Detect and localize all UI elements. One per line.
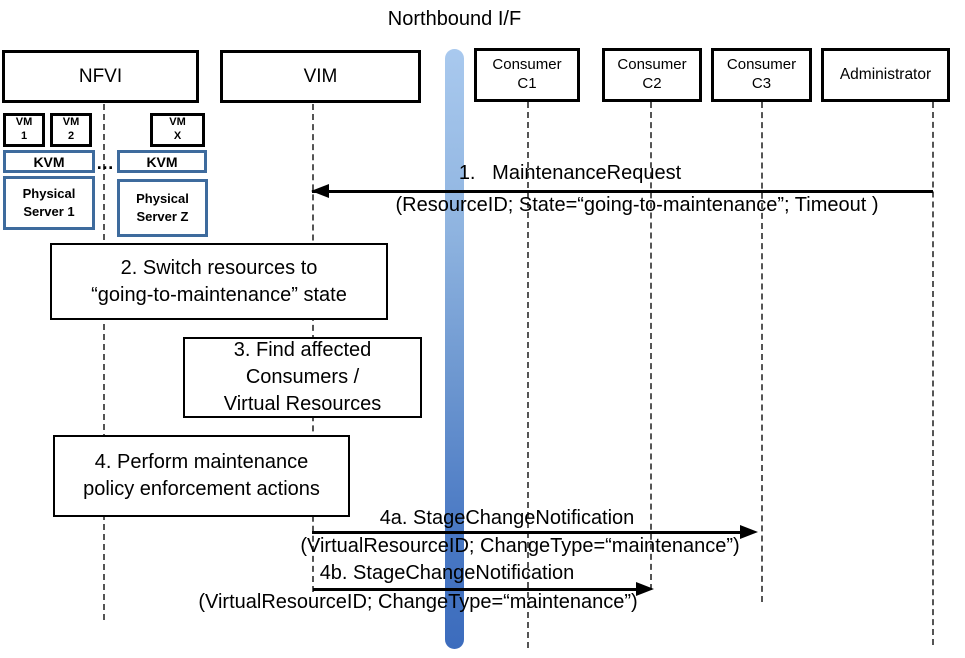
consumer-c2-line1: Consumer (617, 56, 687, 74)
administrator-label: Administrator (839, 66, 932, 84)
msg1-label: 1. MaintenanceRequest (458, 162, 682, 184)
lifeline-consumer-c2 (650, 102, 652, 590)
vm1-box: VM 1 (3, 113, 45, 147)
msg4a-line (312, 531, 742, 534)
actor-nfvi: NFVI (2, 50, 199, 103)
msg1-params: (ResourceID; State=“going-to-maintenance… (395, 194, 879, 216)
msg4b-line (313, 588, 639, 591)
kvm-left-label: KVM (33, 153, 65, 170)
consumer-c1-line2: C1 (517, 75, 537, 92)
lifeline-consumer-c3 (761, 102, 763, 602)
vmx-line2: X (173, 130, 182, 142)
vmx-line1: VM (169, 116, 186, 129)
step4-line2: policy enforcement actions (83, 478, 320, 500)
vm1-line2: 1 (20, 130, 28, 142)
lifeline-administrator (932, 102, 934, 645)
physical-server-z-box: Physical Server Z (117, 179, 208, 237)
step3-box: 3. Find affected Consumers / Virtual Res… (183, 337, 422, 418)
vm2-box: VM 2 (50, 113, 92, 147)
step2-line1: 2. Switch resources to (120, 256, 318, 279)
actor-consumer-c1: Consumer C1 (474, 48, 580, 102)
step2-line2: “going-to-maintenance” state (91, 283, 347, 306)
northbound-interface-bar (445, 49, 464, 649)
lifeline-nfvi (103, 104, 105, 620)
serverz-line1: Physical (136, 191, 189, 207)
physical-server-1-box: Physical Server 1 (3, 176, 95, 230)
actor-administrator: Administrator (821, 48, 950, 102)
msg1-arrowhead-left-icon (311, 184, 329, 198)
actor-consumer-c3: Consumer C3 (711, 48, 812, 102)
kvm-right-box: KVM (117, 150, 207, 173)
step3-line1: 3. Find affected (233, 339, 372, 361)
consumer-c1-line1: Consumer (492, 56, 562, 74)
consumer-c3-line2: C3 (751, 75, 772, 92)
step4-box: 4. Perform maintenance policy enforcemen… (53, 435, 350, 517)
consumer-c3-line1: Consumer (726, 56, 797, 74)
actor-vim-label: VIM (303, 65, 338, 87)
actor-nfvi-label: NFVI (78, 65, 123, 87)
msg4a-label: 4a. StageChangeNotification (379, 507, 635, 529)
actor-consumer-c2: Consumer C2 (602, 48, 702, 102)
msg4b-label: 4b. StageChangeNotification (319, 562, 575, 584)
server1-line1: Physical (22, 186, 76, 202)
diagram-title: Northbound I/F (387, 8, 522, 30)
msg4a-arrowhead-right-icon (740, 525, 758, 539)
ellipsis: … (96, 153, 115, 173)
msg4b-params: (VirtualResourceID; ChangeType=“maintena… (198, 591, 638, 613)
msg4a-params: (VirtualResourceID; ChangeType=“maintena… (300, 535, 740, 557)
actor-vim: VIM (220, 50, 421, 103)
server1-line2: Server 1 (23, 204, 75, 219)
consumer-c2-line2: C2 (642, 75, 662, 92)
kvm-left-box: KVM (3, 150, 95, 173)
vm2-line1: VM (62, 116, 80, 129)
step4-line1: 4. Perform maintenance (94, 451, 309, 473)
kvm-right-label: KVM (146, 153, 178, 170)
step3-line2: Consumers / (245, 366, 360, 388)
vmx-box: VM X (150, 113, 205, 147)
step3-line3: Virtual Resources (223, 393, 382, 415)
msg4b-arrowhead-right-icon (636, 582, 654, 596)
vm1-line1: VM (15, 116, 33, 129)
vm2-line2: 2 (67, 130, 75, 142)
step2-box: 2. Switch resources to “going-to-mainten… (50, 243, 388, 320)
msg1-line (312, 190, 933, 193)
lifeline-consumer-c1 (527, 102, 529, 648)
serverz-line2: Server Z (136, 209, 189, 224)
